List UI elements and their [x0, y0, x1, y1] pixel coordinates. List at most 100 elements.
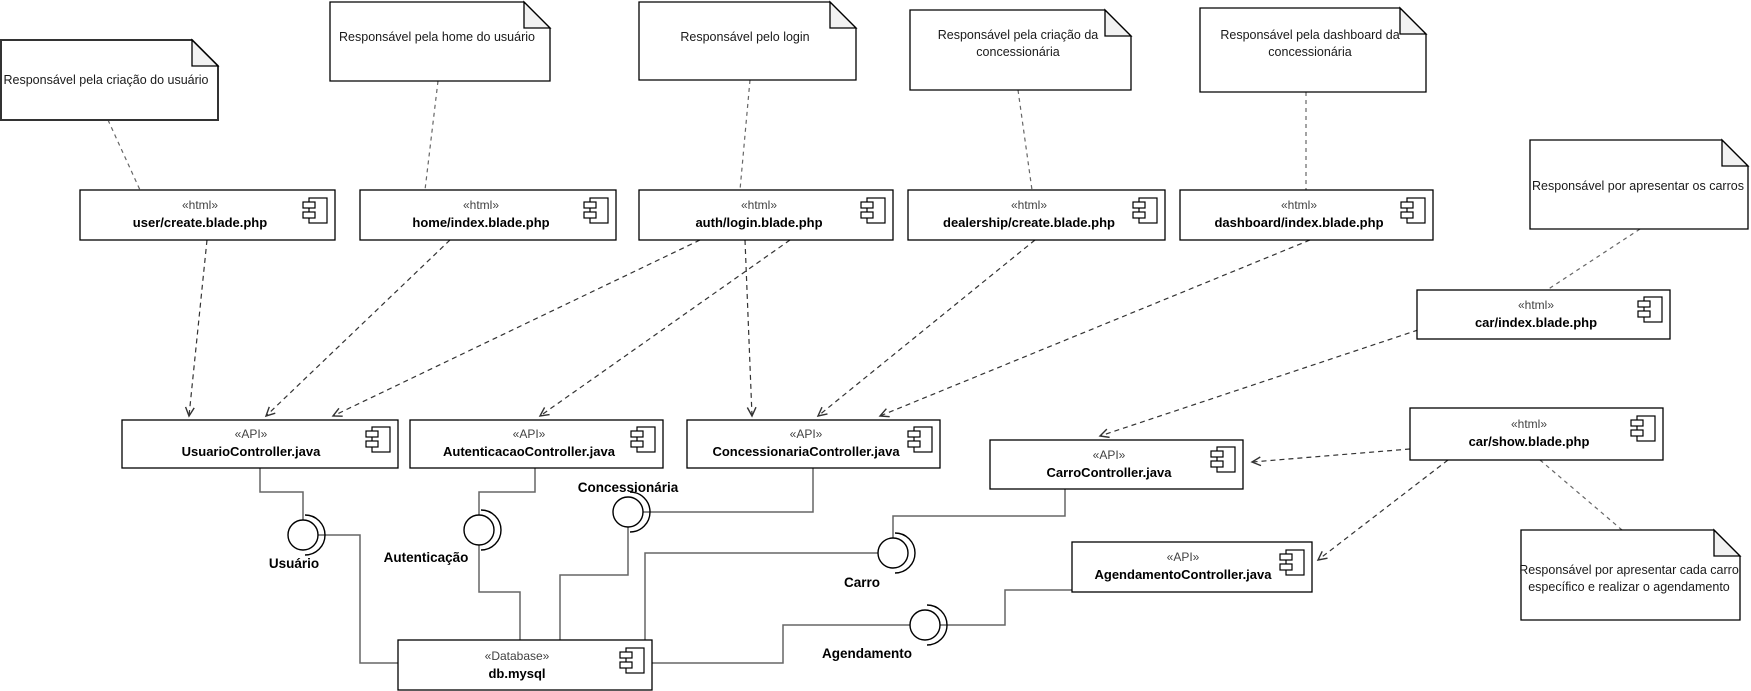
conn-autenticacao-controller-to-ball: [478, 468, 536, 515]
component-agendamento-controller: «API» AgendamentoController.java: [1071, 541, 1313, 593]
interface-label: Agendamento: [822, 646, 912, 661]
component-stereotype: «html»: [463, 198, 499, 212]
note-text: Responsável pelo login: [680, 30, 809, 44]
conn-carro-ball-to-db: [644, 552, 878, 640]
note-dashboard: Responsável pela dashboard da concession…: [1199, 6, 1428, 93]
component-name: auth/login.blade.php: [695, 215, 822, 230]
interface-agendamento: Agendamento: [822, 604, 948, 661]
interface-label: Autenticação: [384, 550, 469, 565]
note-text: Responsável pela criação do usuário: [4, 73, 209, 87]
dep-user-create-to-usuario: [184, 239, 208, 418]
component-dealership-create: «html» dealership/create.blade.php: [907, 189, 1166, 241]
conn-usuario-controller-to-ball: [259, 468, 304, 520]
component-stereotype: «API»: [1167, 550, 1200, 564]
note-home: Responsável pela home do usuário: [329, 0, 552, 82]
dep-car-show-to-agendamento: [1316, 459, 1449, 561]
component-usuario-controller: «API» UsuarioController.java: [121, 419, 399, 469]
component-icon: [365, 426, 391, 453]
dep-dashboard-to-concessionaria: [878, 239, 1311, 418]
note-text-line2: concessionária: [976, 45, 1059, 59]
note-car-show: Responsável por apresentar cada carro es…: [1519, 528, 1742, 621]
component-stereotype: «Database»: [485, 649, 550, 663]
note-text: Responsável por apresentar os carros: [1532, 179, 1744, 193]
component-stereotype: «html»: [1011, 198, 1047, 212]
conn-concessionaria-controller-to-ball: [643, 468, 814, 513]
dep-home-to-usuario: [264, 239, 451, 418]
note-link-lines: [107, 79, 1641, 531]
interface-concessionaria: Concessionária: [578, 480, 679, 533]
dep-car-index-to-carro: [1098, 329, 1419, 439]
conn-autenticacao-ball-to-db: [478, 545, 521, 640]
interface-label: Usuário: [269, 556, 319, 571]
component-name: CarroController.java: [1047, 465, 1173, 480]
conn-carro-controller-to-ball: [892, 489, 1066, 538]
component-stereotype: «API»: [235, 427, 268, 441]
conn-concessionaria-ball-to-db: [559, 527, 629, 640]
note-text: Responsável pela home do usuário: [339, 30, 535, 44]
component-stereotype: «html»: [741, 198, 777, 212]
component-name: dashboard/index.blade.php: [1214, 215, 1383, 230]
component-stereotype: «API»: [790, 427, 823, 441]
component-auth-login: «html» auth/login.blade.php: [638, 189, 894, 241]
interface-autenticacao: Autenticação: [384, 509, 502, 565]
note-text-line1: Responsável pela dashboard da: [1220, 28, 1399, 42]
note-text-line2: concessionária: [1268, 45, 1351, 59]
component-stereotype: «html»: [1281, 198, 1317, 212]
component-car-show: «html» car/show.blade.php: [1409, 407, 1664, 461]
dep-login-to-concessionaria: [744, 239, 757, 418]
interface-connectors: [259, 468, 1072, 664]
component-name: AgendamentoController.java: [1095, 567, 1273, 582]
component-name: user/create.blade.php: [133, 215, 267, 230]
note-link-car-show: [1539, 459, 1623, 531]
note-dealership: Responsável pela criação da concessionár…: [909, 8, 1133, 91]
dep-car-show-to-carro: [1250, 448, 1411, 467]
component-name: UsuarioController.java: [182, 444, 321, 459]
component-icon: [583, 197, 609, 224]
component-stereotype: «html»: [1518, 298, 1554, 312]
conn-usuario-ball-to-db: [318, 534, 398, 664]
dep-login-to-usuario: [331, 239, 701, 417]
dep-login-to-autenticacao: [538, 239, 791, 417]
conn-agendamento-ball-to-db: [652, 624, 910, 664]
component-stereotype: «html»: [182, 198, 218, 212]
component-name: home/index.blade.php: [412, 215, 549, 230]
component-icon: [1630, 415, 1656, 442]
note-link-dealership: [1017, 89, 1033, 191]
component-name: car/show.blade.php: [1469, 434, 1590, 449]
component-name: dealership/create.blade.php: [943, 215, 1115, 230]
interface-label: Carro: [844, 575, 880, 590]
note-text-line2: específico e realizar o agendamento: [1528, 580, 1730, 594]
component-car-index: «html» car/index.blade.php: [1416, 289, 1671, 340]
component-icon: [630, 426, 656, 453]
component-concessionaria-controller: «API» ConcessionariaController.java: [686, 419, 941, 469]
note-text-line1: Responsável pela criação da: [938, 28, 1099, 42]
component-stereotype: «html»: [1511, 417, 1547, 431]
component-carro-controller: «API» CarroController.java: [989, 439, 1244, 490]
component-database: «Database» db.mysql: [397, 639, 653, 691]
dependency-arrows: [184, 239, 1449, 561]
interface-usuario: Usuário: [269, 514, 326, 571]
component-icon: [1637, 296, 1663, 323]
note-car-index: Responsável por apresentar os carros: [1529, 138, 1750, 230]
component-icon: [1132, 197, 1158, 224]
component-icon: [907, 426, 933, 453]
component-icon: [1279, 549, 1305, 576]
note-link-user-create: [107, 119, 141, 191]
component-icon: [860, 197, 886, 224]
interface-label: Concessionária: [578, 480, 679, 495]
component-user-create: «html» user/create.blade.php: [79, 189, 336, 241]
note-text-line1: Responsável por apresentar cada carro: [1519, 563, 1739, 577]
note-user-create: Responsável pela criação do usuário: [0, 38, 220, 121]
component-name: ConcessionariaController.java: [712, 444, 900, 459]
note-login: Responsável pelo login: [638, 0, 858, 81]
component-icon: [1400, 197, 1426, 224]
component-icon: [302, 197, 328, 224]
component-dashboard-index: «html» dashboard/index.blade.php: [1179, 189, 1434, 241]
component-home-index: «html» home/index.blade.php: [359, 189, 617, 241]
note-link-car-index: [1546, 228, 1641, 291]
note-link-home: [424, 80, 439, 191]
interface-carro: Carro: [844, 532, 916, 590]
conn-agendamento-controller-to-ball: [940, 589, 1072, 626]
component-name: AutenticacaoController.java: [443, 444, 616, 459]
